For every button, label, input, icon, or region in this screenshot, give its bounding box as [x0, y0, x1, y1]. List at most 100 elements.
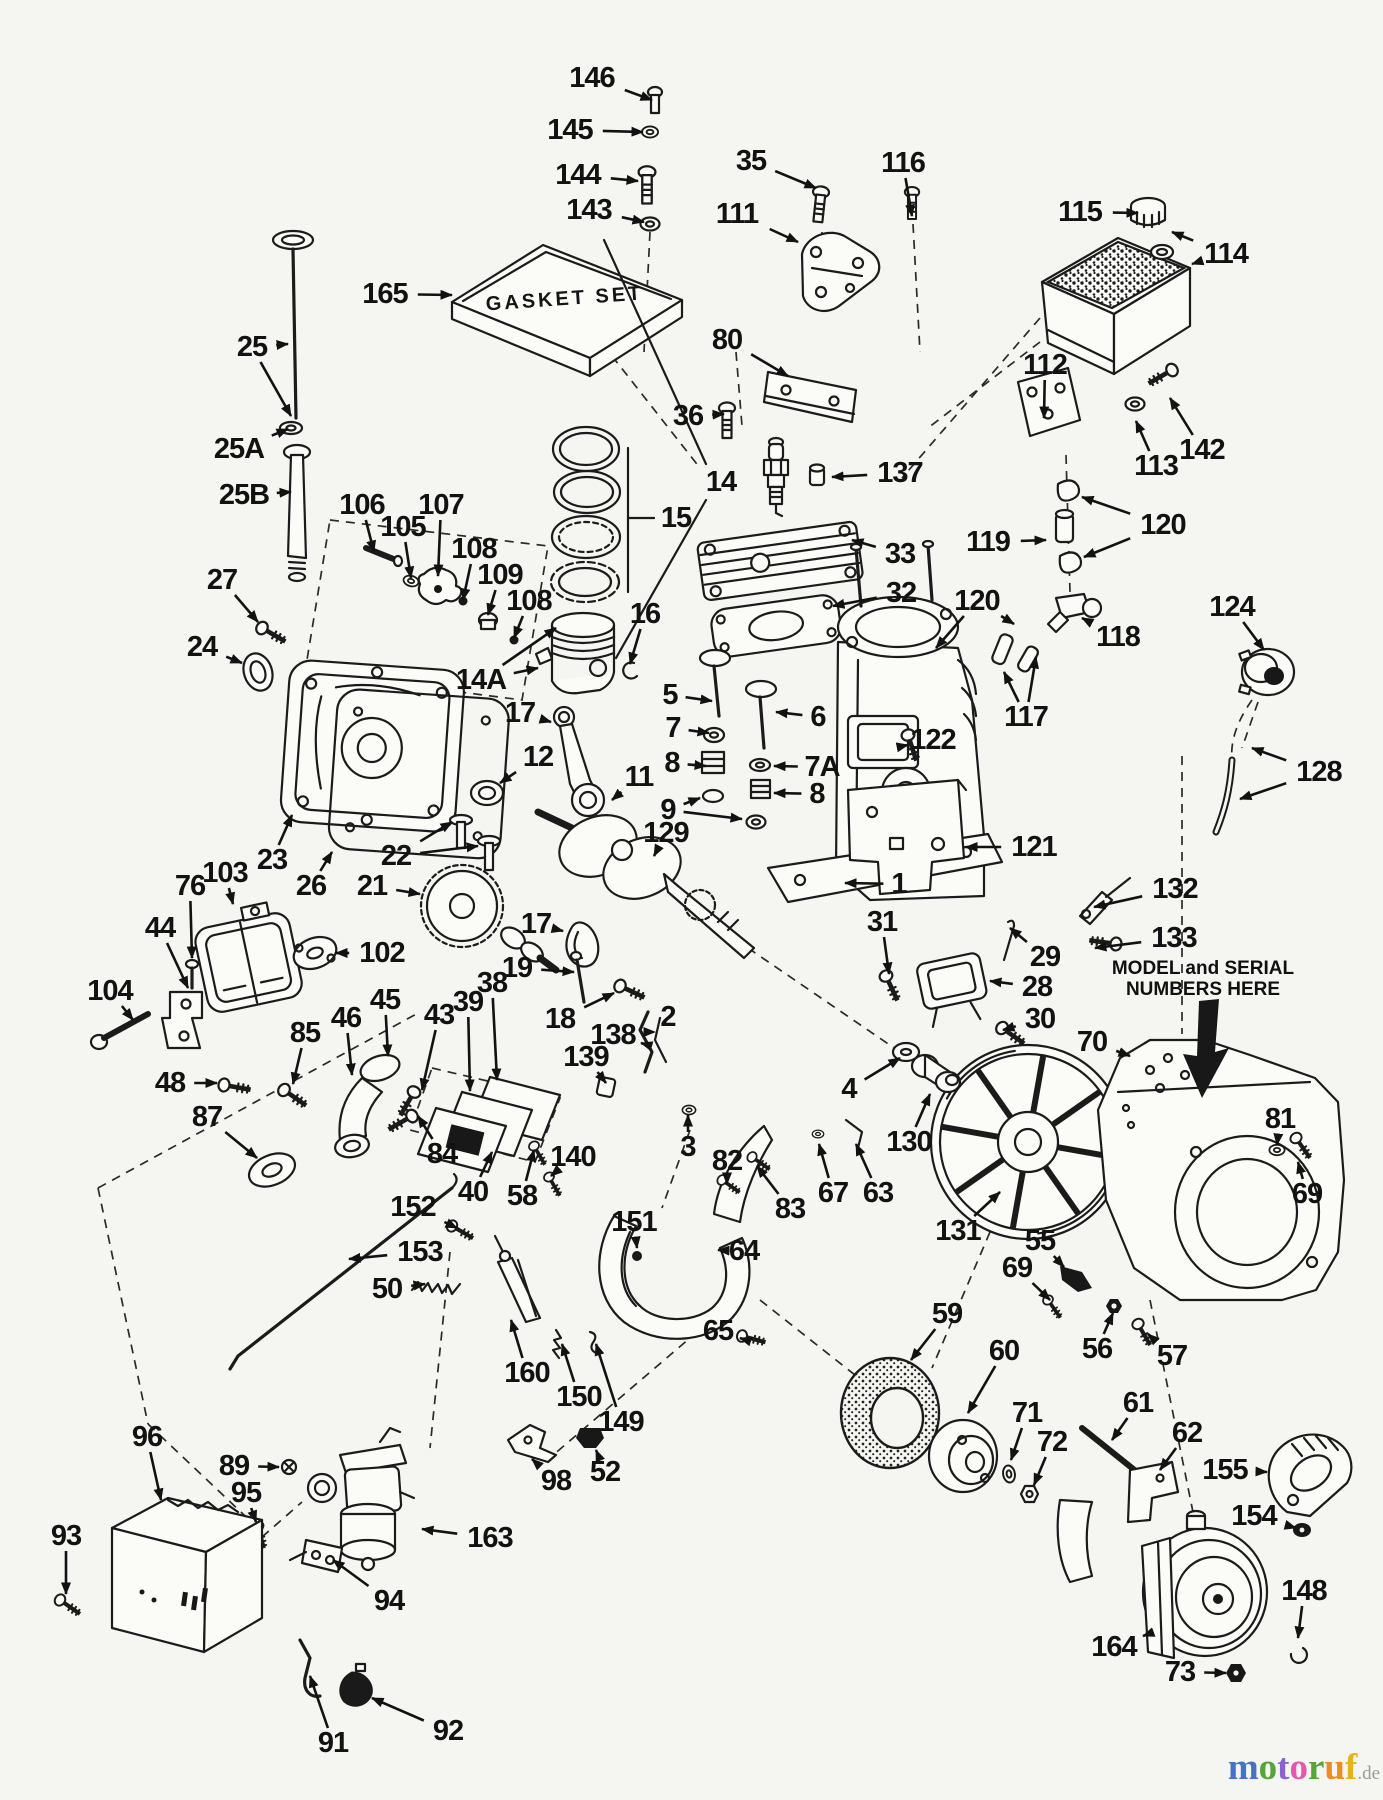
part-label-120: 120	[1081, 495, 1187, 559]
part-label-85: 85	[290, 1017, 322, 1085]
part-label-61: 61	[1110, 1387, 1155, 1441]
part-label-1: 1	[844, 868, 908, 900]
part-label-82: 82	[712, 1145, 743, 1185]
svg-text:95: 95	[231, 1477, 262, 1509]
part-label-72: 72	[1032, 1426, 1068, 1486]
part-label-137: 137	[831, 457, 924, 489]
svg-text:144: 144	[555, 159, 601, 191]
part-label-154: 154	[1231, 1500, 1297, 1532]
part-label-5: 5	[662, 679, 713, 711]
part-label-46: 46	[331, 1002, 363, 1076]
svg-text:118: 118	[1096, 621, 1141, 653]
group-brackets	[602, 238, 708, 660]
part-label-7: 7	[665, 712, 710, 744]
svg-text:129: 129	[643, 817, 689, 849]
bushing-137	[808, 463, 826, 487]
svg-text:55: 55	[1025, 1225, 1056, 1257]
part-label-76: 76	[175, 870, 207, 959]
dipstick-group	[271, 229, 315, 583]
part-label-8: 8	[773, 778, 826, 810]
blower-housing-70	[1096, 999, 1346, 1302]
bracket-111	[800, 231, 881, 313]
svg-text:2: 2	[660, 1001, 675, 1033]
watermark-letter: o	[1258, 1747, 1278, 1788]
svg-text:80: 80	[712, 324, 742, 356]
svg-text:83: 83	[775, 1193, 806, 1225]
svg-text:16: 16	[630, 598, 661, 630]
part-label-115: 115	[1058, 196, 1139, 228]
svg-text:117: 117	[1004, 701, 1048, 733]
svg-text:62: 62	[1172, 1417, 1202, 1449]
screw-27	[254, 620, 289, 648]
motoruf-watermark[interactable]: motoruf.de	[1190, 1748, 1380, 1794]
part-label-84: 84	[416, 1115, 459, 1170]
part-label-117: 117	[1002, 656, 1049, 733]
speed-control-group	[1039, 1131, 1315, 1584]
part-label-73: 73	[1165, 1656, 1227, 1688]
part-label-12: 12	[499, 741, 554, 785]
svg-text:111: 111	[716, 198, 759, 230]
part-label-129: 129	[643, 817, 691, 857]
svg-text:114: 114	[1204, 238, 1249, 270]
svg-text:33: 33	[885, 538, 916, 570]
part-label-103: 103	[202, 857, 250, 905]
bolt-35	[808, 184, 831, 224]
heat-shield-64	[598, 1104, 864, 1347]
part-label-124: 124	[1209, 591, 1266, 651]
svg-text:22: 22	[381, 840, 411, 872]
part-label-70: 70	[1077, 1026, 1131, 1058]
svg-text:4: 4	[841, 1073, 857, 1105]
svg-text:143: 143	[566, 194, 612, 226]
part-label-38: 38	[477, 967, 509, 1081]
part-label-130: 130	[886, 1093, 933, 1158]
part-label-6: 6	[775, 701, 827, 733]
part-label-150: 150	[556, 1343, 603, 1413]
svg-text:133: 133	[1151, 922, 1197, 954]
part-label-31: 31	[867, 906, 899, 975]
part-label-60: 60	[966, 1335, 1020, 1414]
camshaft-21	[419, 813, 560, 974]
svg-text:46: 46	[331, 1002, 362, 1034]
svg-text:109: 109	[477, 559, 523, 591]
svg-text:165: 165	[362, 278, 408, 310]
part-label-52: 52	[590, 1449, 621, 1488]
part-label-35: 35	[736, 145, 817, 190]
svg-text:84: 84	[427, 1138, 458, 1170]
svg-text:87: 87	[192, 1101, 222, 1133]
part-label-58: 58	[507, 1149, 539, 1212]
svg-text:21: 21	[357, 870, 388, 902]
part-label-80: 80	[712, 324, 789, 378]
svg-text:12: 12	[523, 741, 553, 773]
svg-text:119: 119	[966, 526, 1011, 558]
rocker-hardware	[637, 85, 664, 232]
primer-124-group	[1212, 647, 1296, 836]
part-label-152: 152	[390, 1191, 458, 1230]
ignition-group	[878, 876, 1132, 1049]
bolt-36	[717, 401, 737, 440]
part-label-95: 95	[231, 1477, 263, 1523]
part-label-140: 140	[550, 1141, 597, 1177]
svg-text:17: 17	[505, 697, 535, 729]
fuel-tank	[1040, 196, 1192, 376]
part-label-25B: 25B	[219, 479, 292, 511]
svg-text:145: 145	[547, 114, 593, 146]
svg-text:32: 32	[886, 577, 916, 609]
svg-text:48: 48	[155, 1067, 186, 1099]
svg-text:149: 149	[598, 1406, 644, 1438]
svg-text:5: 5	[662, 679, 678, 711]
part-label-4: 4	[841, 1056, 901, 1105]
part-label-153: 153	[348, 1236, 445, 1268]
part-label-27: 27	[207, 564, 259, 623]
part-label-18: 18	[545, 991, 615, 1035]
svg-text:142: 142	[1179, 434, 1224, 466]
part-label-15: 15	[661, 502, 693, 534]
crankcase-cover-23	[279, 659, 510, 860]
intake-elbow-group	[334, 1053, 401, 1159]
svg-text:121: 121	[1011, 831, 1057, 863]
part-label-67: 67	[817, 1143, 849, 1209]
part-label-121: 121	[965, 831, 1059, 863]
part-label-14A: 14A	[456, 626, 557, 696]
model-note-line1: MODEL and SERIAL	[1112, 958, 1295, 979]
part-label-120: 120	[935, 585, 1015, 649]
part-label-108: 108	[451, 533, 499, 601]
